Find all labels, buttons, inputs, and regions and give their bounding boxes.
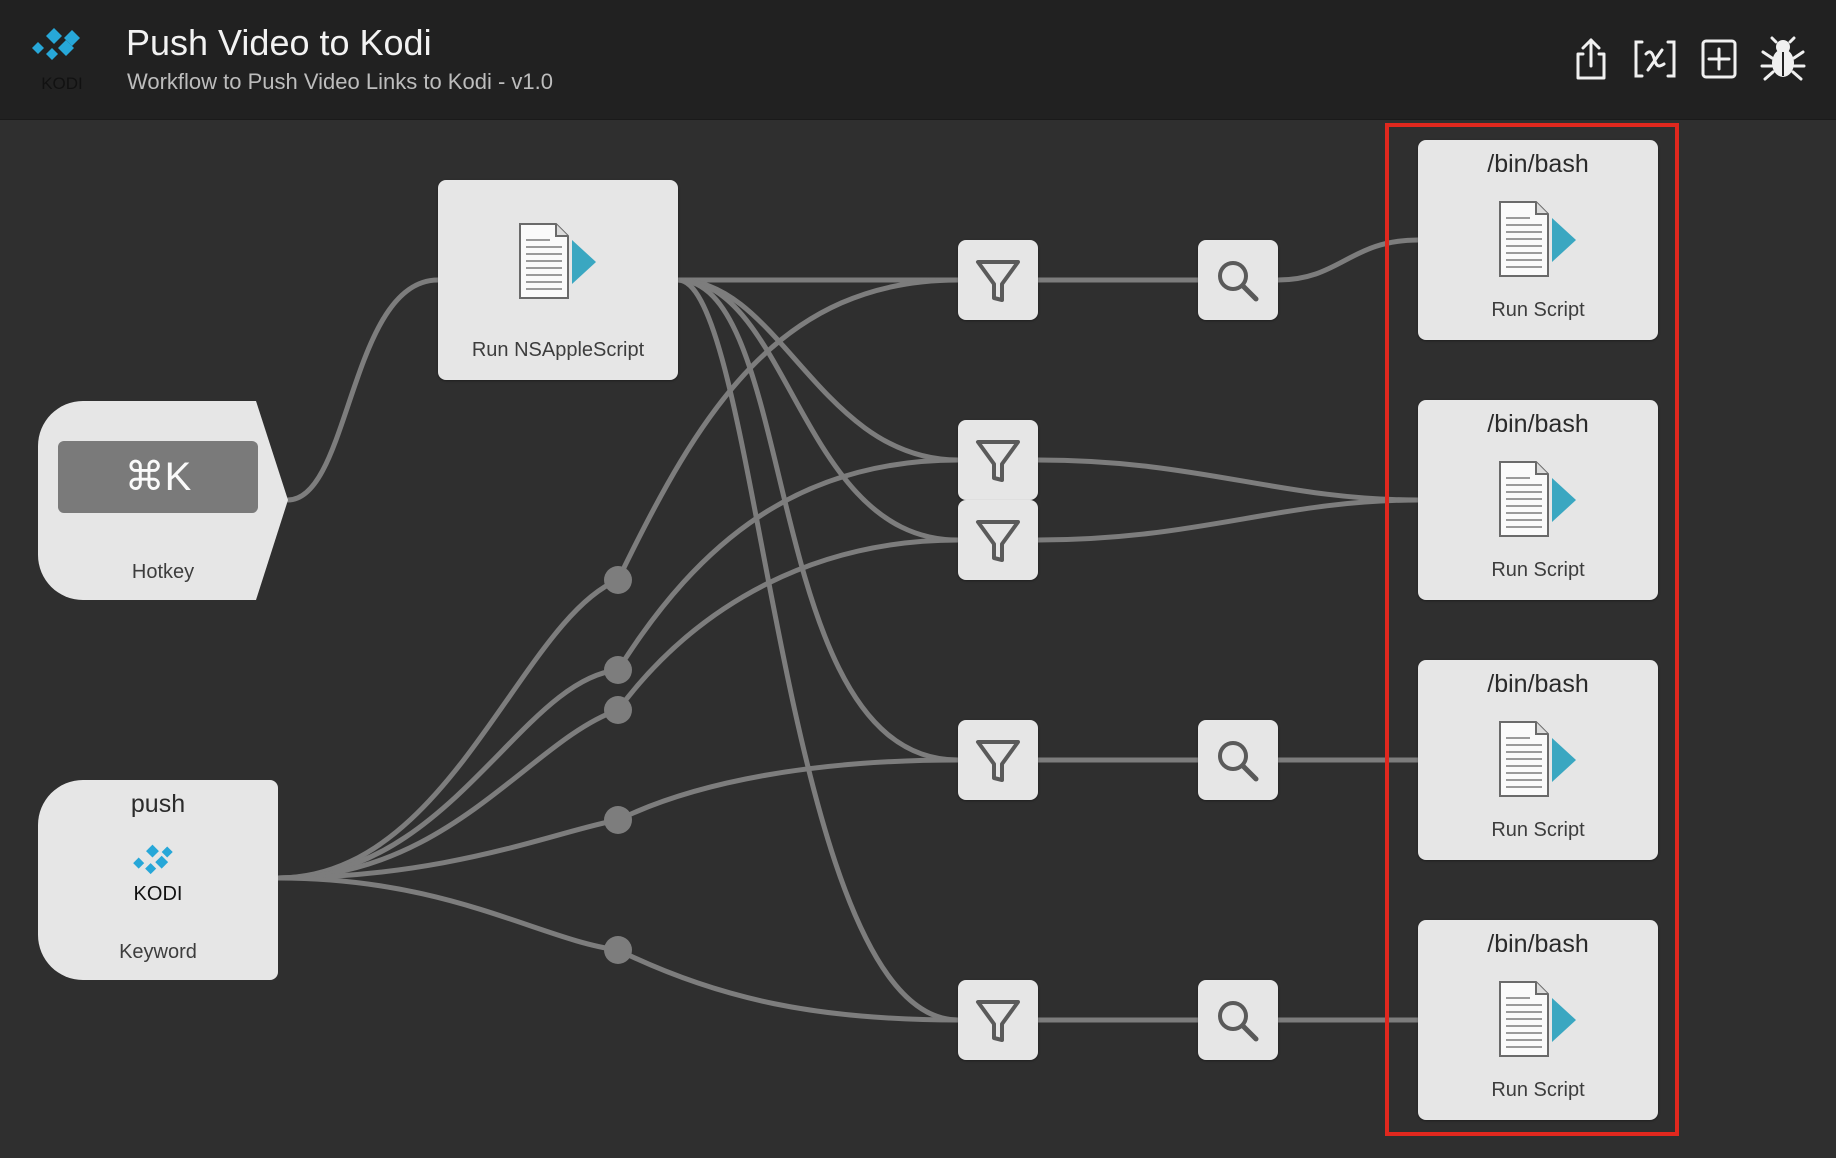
run-script-label: Run Script xyxy=(1491,1079,1585,1101)
wire xyxy=(675,277,961,763)
keyword-value: push xyxy=(130,790,186,818)
filter-node[interactable] xyxy=(958,240,1038,320)
workflow-header: KODI Push Video to Kodi Workflow to Push… xyxy=(0,0,1836,120)
script-language: /bin/bash xyxy=(1487,410,1589,438)
add-object-icon[interactable] xyxy=(1696,36,1742,82)
connection-dot[interactable] xyxy=(604,806,632,834)
filter-icon xyxy=(976,260,1020,302)
hotkey-label: Hotkey xyxy=(131,561,195,583)
kodi-logo-text: KODI xyxy=(133,883,183,905)
wire xyxy=(675,277,961,1023)
run-script-node[interactable]: /bin/bash Run Script xyxy=(1418,400,1658,600)
filter-node[interactable] xyxy=(958,420,1038,500)
kodi-logo: KODI xyxy=(32,26,92,98)
kodi-logo: KODI xyxy=(128,841,188,906)
search-icon xyxy=(1218,1001,1259,1042)
run-script-label: Run Script xyxy=(1491,299,1585,321)
search-node[interactable] xyxy=(1198,980,1278,1060)
script-document-icon xyxy=(510,222,606,302)
wire xyxy=(1035,497,1421,543)
filter-icon xyxy=(976,440,1020,482)
wire xyxy=(1035,457,1421,503)
wire xyxy=(1275,237,1421,283)
script-document-icon xyxy=(1490,460,1586,540)
share-icon[interactable] xyxy=(1568,36,1614,82)
keyword-label: Keyword xyxy=(119,941,197,963)
script-document-icon xyxy=(1490,980,1586,1060)
search-icon xyxy=(1218,741,1259,782)
keyword-input-node[interactable]: push KODI Keyword xyxy=(38,780,278,980)
run-script-node[interactable]: /bin/bash Run Script xyxy=(1418,660,1658,860)
search-node[interactable] xyxy=(1198,720,1278,800)
script-document-icon xyxy=(1490,720,1586,800)
filter-node[interactable] xyxy=(958,980,1038,1060)
run-script-node[interactable]: /bin/bash Run Script xyxy=(1418,920,1658,1120)
filter-icon xyxy=(976,740,1020,782)
debug-bug-icon[interactable] xyxy=(1760,36,1806,82)
kodi-logo-text: KODI xyxy=(41,74,83,93)
workflow-title: Push Video to Kodi xyxy=(126,22,432,63)
script-language: /bin/bash xyxy=(1487,150,1589,178)
run-applescript-node[interactable]: Run NSAppleScript xyxy=(438,180,678,380)
wire xyxy=(675,277,961,543)
script-document-icon xyxy=(1490,200,1586,280)
wire xyxy=(285,277,441,503)
run-script-label: Run Script xyxy=(1491,559,1585,581)
run-script-label: Run Script xyxy=(1491,819,1585,841)
run-script-node[interactable]: /bin/bash Run Script xyxy=(1418,140,1658,340)
connection-dot[interactable] xyxy=(604,696,632,724)
connection-dot[interactable] xyxy=(604,566,632,594)
script-language: /bin/bash xyxy=(1487,670,1589,698)
hotkey-trigger-node[interactable]: ⌘K Hotkey xyxy=(38,401,288,600)
filter-icon xyxy=(976,520,1020,562)
filter-icon xyxy=(976,1000,1020,1042)
workflow-canvas[interactable]: ⌘K Hotkey push KODI Keyword xyxy=(0,120,1836,1158)
filter-node[interactable] xyxy=(958,720,1038,800)
connection-dot[interactable] xyxy=(604,656,632,684)
hotkey-shortcut[interactable]: ⌘K xyxy=(58,441,258,513)
applescript-label: Run NSAppleScript xyxy=(471,339,645,361)
search-icon xyxy=(1218,261,1259,302)
workflow-subtitle: Workflow to Push Video Links to Kodi - v… xyxy=(127,69,553,94)
variables-icon[interactable] xyxy=(1632,36,1678,82)
script-language: /bin/bash xyxy=(1487,930,1589,958)
connection-dot[interactable] xyxy=(604,936,632,964)
filter-node[interactable] xyxy=(958,500,1038,580)
search-node[interactable] xyxy=(1198,240,1278,320)
